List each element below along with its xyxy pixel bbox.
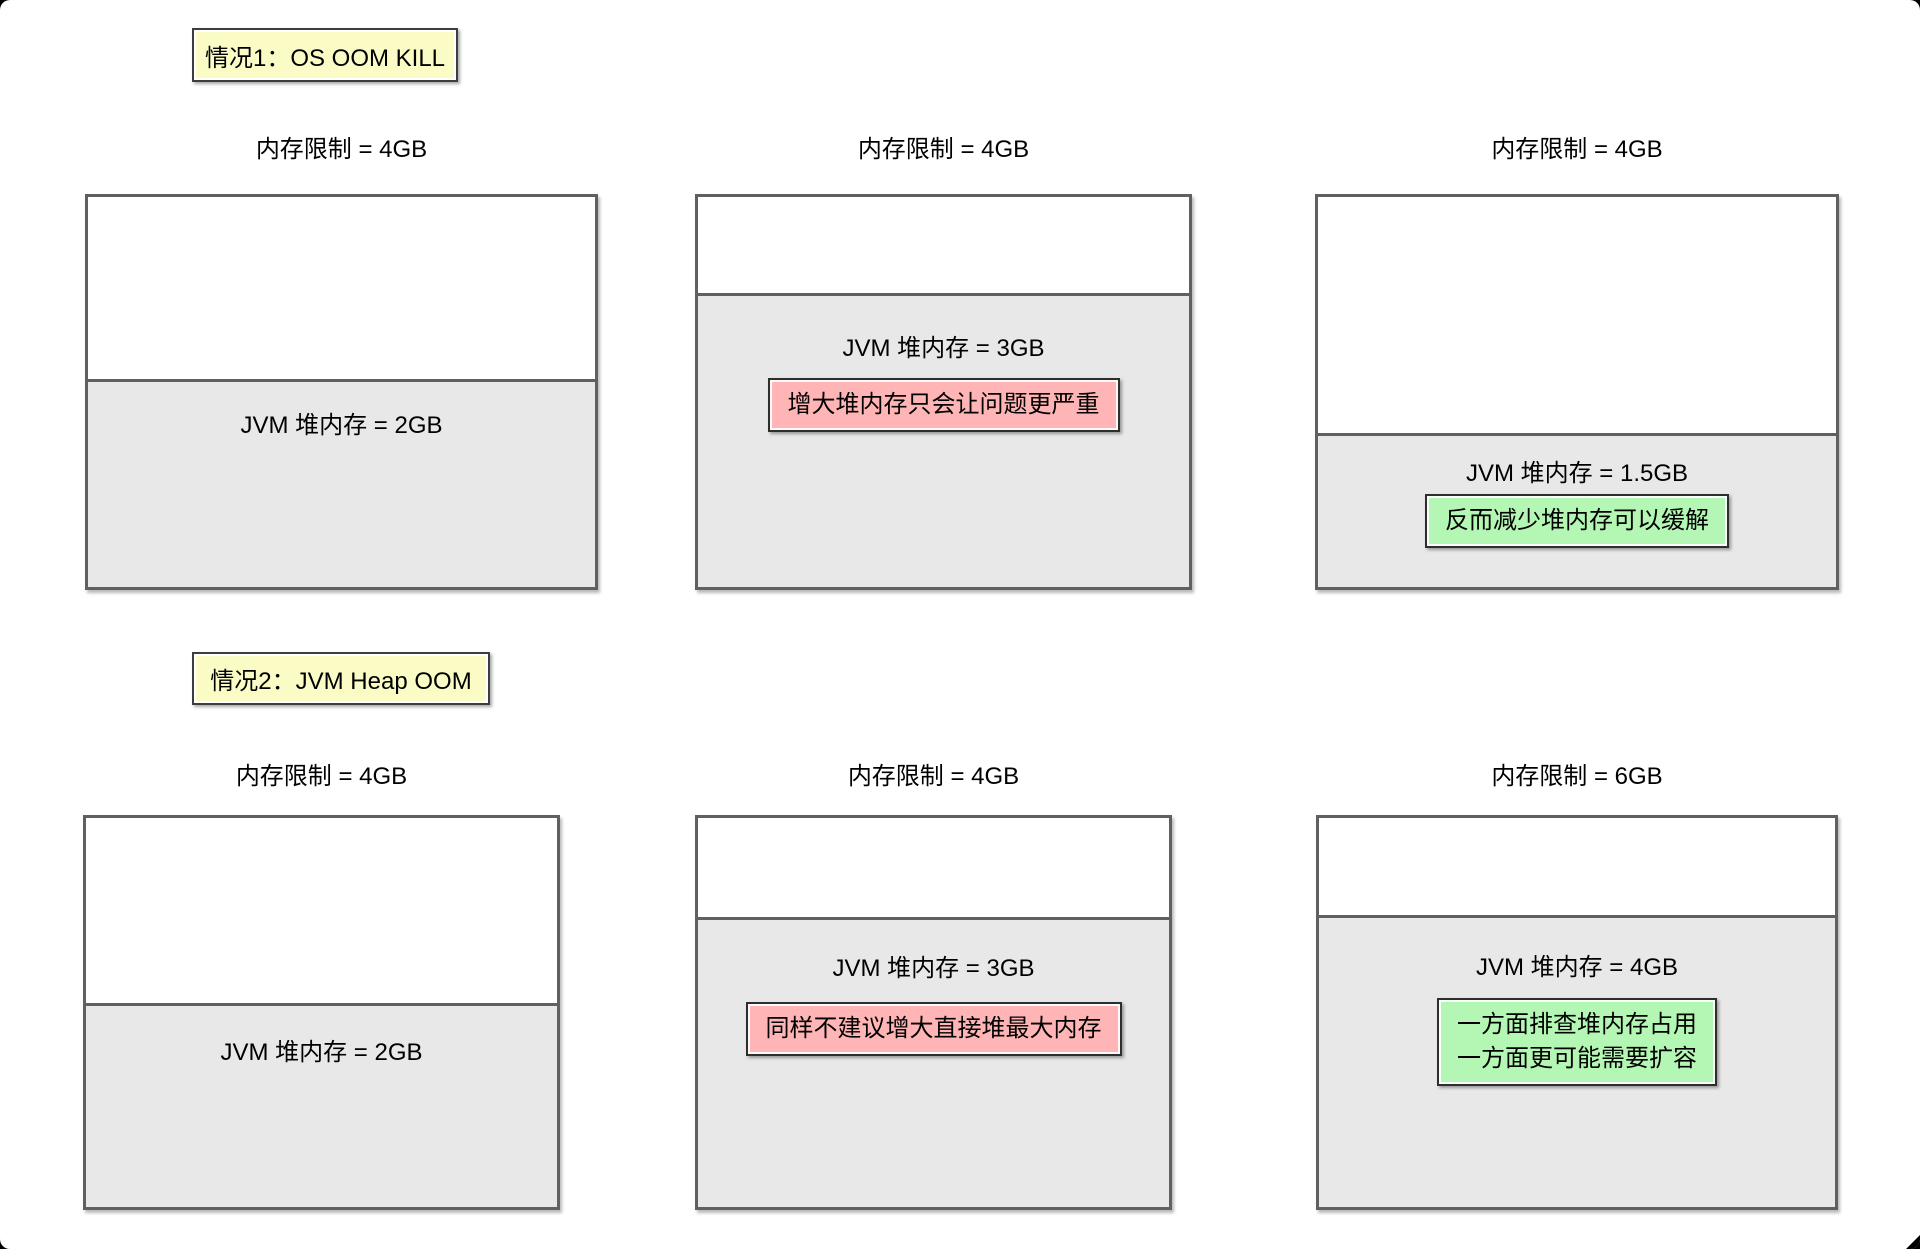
jvm-heap-region: JVM 堆内存 = 4GB 一方面排查堆内存占用 一方面更可能需要扩容: [1319, 918, 1835, 1207]
jvm-heap-label: JVM 堆内存 = 1.5GB: [1465, 460, 1689, 487]
jvm-heap-region: JVM 堆内存 = 3GB 同样不建议增大直接堆最大内存: [698, 920, 1169, 1207]
window-resize-corner: [1906, 1235, 1920, 1249]
memory-limit-label: 内存限制 = 4GB: [847, 763, 1020, 790]
jvm-heap-region: JVM 堆内存 = 3GB 增大堆内存只会让问题更严重: [698, 296, 1189, 587]
jvm-heap-region: JVM 堆内存 = 2GB: [86, 1006, 557, 1207]
memory-box: JVM 堆内存 = 4GB 一方面排查堆内存占用 一方面更可能需要扩容: [1316, 815, 1838, 1210]
panel-s1-box2: 内存限制 = 4GB JVM 堆内存 = 3GB 增大堆内存只会让问题更严重: [695, 133, 1192, 590]
badge-text: 增大堆内存只会让问题更严重: [787, 391, 1100, 418]
hint-badge-green: 反而减少堆内存可以缓解: [1425, 494, 1729, 548]
unused-memory-region: [1319, 818, 1835, 918]
memory-limit-label: 内存限制 = 4GB: [857, 136, 1030, 163]
warning-badge-red: 增大堆内存只会让问题更严重: [767, 378, 1120, 432]
panel-s1-box1: 内存限制 = 4GB JVM 堆内存 = 2GB: [85, 133, 598, 590]
panel-s2-box2: 内存限制 = 4GB JVM 堆内存 = 3GB 同样不建议增大直接堆最大内存: [695, 760, 1172, 1210]
memory-box: JVM 堆内存 = 3GB 同样不建议增大直接堆最大内存: [695, 815, 1172, 1210]
badge-line-1: 一方面排查堆内存占用: [1457, 1011, 1697, 1038]
panel-s2-box3: 内存限制 = 6GB JVM 堆内存 = 4GB 一方面排查堆内存占用 一方面更…: [1316, 760, 1838, 1210]
memory-box: JVM 堆内存 = 1.5GB 反而减少堆内存可以缓解: [1315, 194, 1839, 590]
scenario2-label: 情况2：JVM Heap OOM: [192, 652, 490, 705]
memory-box: JVM 堆内存 = 2GB: [83, 815, 560, 1210]
panel-s2-box1: 内存限制 = 4GB JVM 堆内存 = 2GB: [83, 760, 560, 1210]
scenario1-label: 情况1：OS OOM KILL: [192, 28, 458, 82]
memory-limit-label: 内存限制 = 4GB: [255, 136, 428, 163]
jvm-heap-label: JVM 堆内存 = 2GB: [240, 412, 443, 439]
badge-line-2: 一方面更可能需要扩容: [1457, 1045, 1697, 1072]
badge-text: 反而减少堆内存可以缓解: [1445, 507, 1709, 534]
unused-memory-region: [698, 818, 1169, 920]
jvm-heap-region: JVM 堆内存 = 2GB: [88, 382, 595, 587]
scenario1-label-text: 情况1：OS OOM KILL: [204, 44, 446, 72]
memory-limit-label: 内存限制 = 6GB: [1491, 763, 1663, 790]
scenario2-label-text: 情况2：JVM Heap OOM: [210, 668, 472, 695]
memory-box: JVM 堆内存 = 2GB: [85, 194, 598, 590]
jvm-heap-label: JVM 堆内存 = 3GB: [842, 335, 1045, 362]
memory-limit-label: 内存限制 = 4GB: [1491, 136, 1663, 163]
unused-memory-region: [88, 197, 595, 382]
jvm-heap-region: JVM 堆内存 = 1.5GB 反而减少堆内存可以缓解: [1318, 436, 1836, 587]
jvm-heap-label: JVM 堆内存 = 4GB: [1475, 954, 1679, 981]
jvm-heap-label: JVM 堆内存 = 3GB: [832, 955, 1035, 982]
warning-badge-red: 同样不建议增大直接堆最大内存: [745, 1002, 1122, 1056]
unused-memory-region: [86, 818, 557, 1006]
hint-badge-green: 一方面排查堆内存占用 一方面更可能需要扩容: [1437, 998, 1717, 1086]
jvm-heap-label: JVM 堆内存 = 2GB: [220, 1039, 423, 1066]
memory-limit-label: 内存限制 = 4GB: [235, 763, 408, 790]
unused-memory-region: [1318, 197, 1836, 436]
memory-box: JVM 堆内存 = 3GB 增大堆内存只会让问题更严重: [695, 194, 1192, 590]
badge-text: 同样不建议增大直接堆最大内存: [765, 1015, 1102, 1042]
unused-memory-region: [698, 197, 1189, 296]
panel-s1-box3: 内存限制 = 4GB JVM 堆内存 = 1.5GB 反而减少堆内存可以缓解: [1315, 133, 1839, 590]
